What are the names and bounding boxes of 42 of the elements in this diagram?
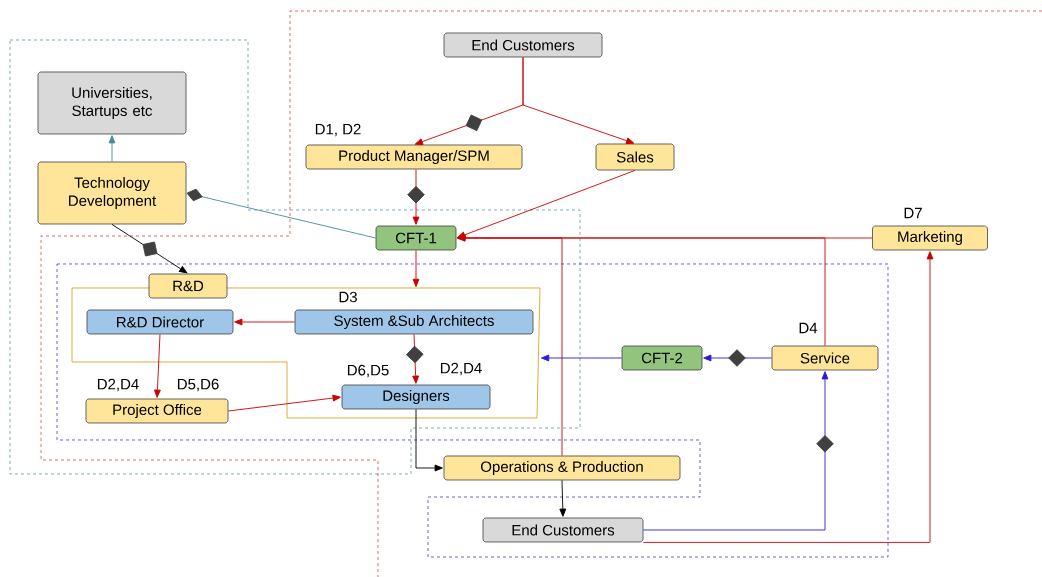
side-label: D2,D4 (97, 378, 139, 392)
side-label: D5,D6 (177, 378, 219, 392)
arrow (412, 249, 420, 287)
arrow (541, 354, 623, 362)
side-label: D6,D5 (347, 364, 389, 378)
connector-with-diamond (703, 349, 773, 367)
arrow (559, 479, 567, 517)
arrow (227, 394, 341, 412)
side-label: D7 (904, 207, 922, 219)
process-box: End Customers (443, 32, 603, 58)
process-box: End Customers (482, 517, 644, 543)
arrow (457, 169, 636, 239)
process-box: Technology Development (37, 161, 187, 225)
side-label: D2,D4 (440, 362, 482, 376)
process-box: Universities, Startups etc (37, 71, 187, 135)
process-box: Service (771, 345, 879, 371)
connector-with-diamond (407, 168, 425, 225)
process-box: R&D (148, 273, 228, 299)
process-box: Marketing (872, 225, 988, 251)
process-box: Product Manager/SPM (305, 144, 523, 170)
arrow (522, 56, 635, 145)
connector-with-diamond (111, 223, 188, 274)
process-box: Sales (595, 143, 675, 171)
connector-with-diamond (642, 371, 834, 531)
side-label: D4 (799, 322, 818, 334)
connector-with-diamond (186, 188, 377, 239)
process-box: Project Office (85, 398, 229, 424)
process-box: Operations & Production (443, 455, 681, 481)
process-box: R&D Director (86, 309, 234, 335)
process-box: System &Sub Architects (294, 309, 534, 335)
side-label: D3 (339, 291, 357, 303)
process-box: Designers (341, 384, 491, 410)
arrow (234, 318, 296, 326)
process-box: CFT-1 (375, 225, 457, 251)
connector-with-diamond (406, 333, 424, 384)
process-box: CFT-2 (621, 345, 703, 371)
side-label: D1, D2 (315, 123, 361, 137)
arrow (108, 135, 116, 163)
arrow (457, 234, 826, 347)
arrow (154, 333, 161, 398)
arrow (642, 251, 934, 543)
arrow (415, 408, 443, 472)
